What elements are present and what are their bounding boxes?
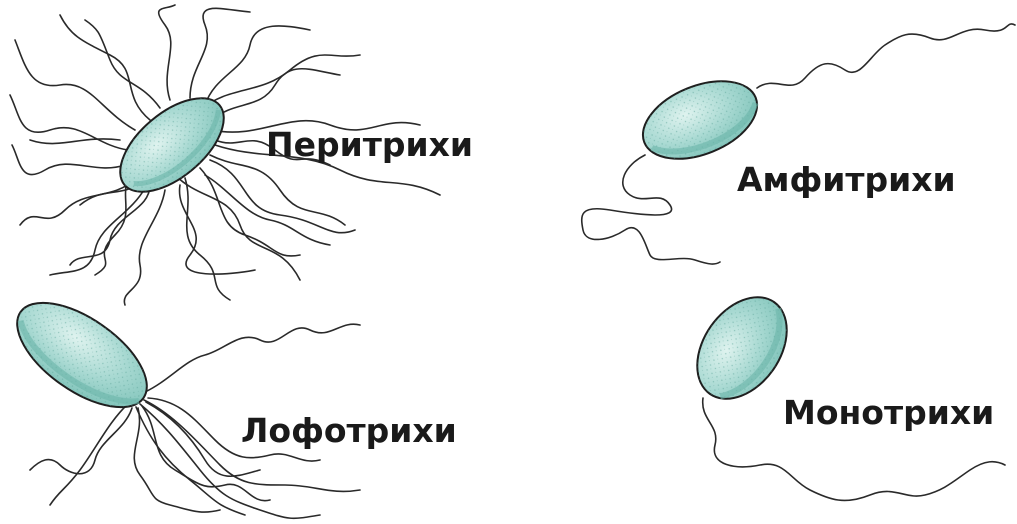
amphitrichous-cell (632, 66, 769, 174)
monotrichous-bacterium (679, 280, 1005, 500)
lophotrichous-bacterium (0, 282, 360, 518)
lophotrichous-cell (0, 282, 164, 427)
amphitrichous-bacterium (582, 24, 1015, 264)
label-amphitrichous: Амфитрихи (737, 163, 956, 196)
label-peritrichous: Перитрихи (266, 128, 473, 161)
label-monotrichous: Монотрихи (783, 396, 994, 429)
label-lophotrichous: Лофотрихи (241, 414, 457, 447)
